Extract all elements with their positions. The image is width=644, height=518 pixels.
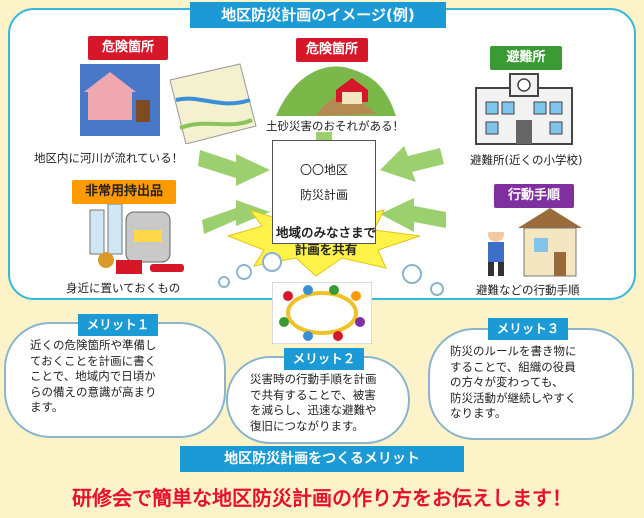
emergency-supplies-icon [89, 204, 184, 274]
merit-text-3: 防災のルールを書き物に することで、組織の役員 の方々が変わっても、 防災活動が… [450, 344, 577, 422]
tag-emergency-supplies: 非常用持出品 [72, 180, 176, 204]
arrow-from-emergency [202, 200, 270, 234]
tag-shelter: 避難所 [490, 46, 562, 70]
merit-3-line: なります。 [450, 406, 507, 420]
caption-action-procedure: 避難などの行動手順 [476, 283, 580, 297]
merit-label-2: メリット２ [284, 348, 364, 370]
arrow-from-shelter [380, 146, 444, 182]
footer-announcement: 研修会で簡単な地区防災計画の作り方をお伝えします！ [72, 486, 572, 510]
caption-landslide: 土砂災害のおそれがある！ [266, 119, 404, 133]
merit-3-line: の方々が変わっても、 [450, 375, 564, 389]
merit-2-line: で共有することで、被害 [250, 387, 376, 402]
merit-3-line: 防災のルールを書き物に [450, 344, 577, 358]
merit-label-3: メリット３ [488, 318, 568, 340]
merit-3-line: 防災活動が継続しやすく [450, 390, 577, 405]
merit-2-line: 復旧につながります。 [250, 418, 364, 433]
share-line2: 計画を共有 [294, 242, 358, 257]
center-plan-document: 〇〇地区 防災計画 [272, 140, 376, 244]
landslide-icon [276, 66, 396, 116]
arrow-from-river [198, 150, 270, 186]
merit-1-line: ておくことを計画に書く [30, 353, 157, 368]
caption-shelter: 避難所(近くの小学校) [470, 153, 583, 167]
merit-text-2: 災害時の行動手順を計画 で共有することで、被害 を減らし、迅速な避難や 復旧につ… [250, 372, 377, 434]
merits-banner: 地区防災計画をつくるメリット [180, 446, 464, 472]
tag-danger-landslide: 危険箇所 [296, 38, 368, 62]
center-doc-line1: 〇〇地区 [299, 163, 348, 177]
evacuation-action-icon [488, 208, 582, 277]
river-map-icon [80, 63, 257, 144]
people-circle-icon [272, 282, 372, 344]
bubble-dot [218, 276, 230, 288]
merit-cloud-3 [428, 328, 634, 440]
school-building-icon [475, 73, 573, 145]
merit-text-1: 近くの危険箇所や準備し ておくことを計画に書く ことで、地域内で日頃か らの備え… [30, 338, 157, 416]
bubble-dot [262, 252, 282, 272]
bubble-dot [430, 282, 444, 296]
merit-2-line: 災害時の行動手順を計画 [250, 372, 377, 386]
merit-2-line: を減らし、迅速な避難や [250, 403, 377, 417]
merit-cloud-1 [4, 322, 226, 438]
share-message: 地域のみなさまで 計画を共有 [256, 224, 396, 258]
merit-3-line: することで、組織の役員 [450, 359, 576, 374]
merit-1-line: らの備えの意識が高まり [30, 384, 157, 399]
arrow-from-action [380, 198, 446, 232]
merit-1-line: ます。 [30, 400, 64, 414]
share-line1: 地域のみなさまで [275, 225, 376, 240]
merit-1-line: 近くの危険箇所や準備し [30, 338, 157, 352]
bubble-dot [236, 264, 252, 280]
center-doc-line2: 防災計画 [299, 188, 348, 202]
merit-1-line: ことで、地域内で日頃か [30, 369, 156, 383]
tag-danger-river: 危険箇所 [88, 36, 168, 60]
caption-river: 地区内に河川が流れている！ [34, 151, 184, 165]
merit-cloud-2 [226, 356, 410, 444]
page-title: 地区防災計画のイメージ(例) [190, 2, 446, 28]
bubble-dot [402, 264, 422, 284]
merit-label-1: メリット１ [78, 314, 158, 336]
tag-action-procedure: 行動手順 [494, 184, 574, 208]
caption-emergency-supplies: 身近に置いておくもの [66, 281, 181, 295]
